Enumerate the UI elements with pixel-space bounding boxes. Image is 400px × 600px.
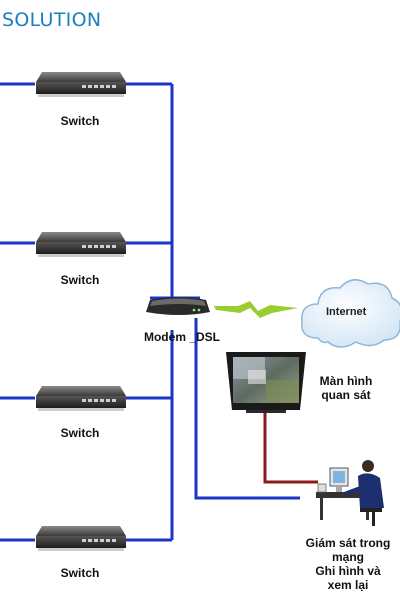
operator-workstation-icon <box>316 460 384 526</box>
switch-label: Switch <box>60 426 100 440</box>
network-lines <box>0 82 300 542</box>
switch-icon <box>36 386 126 411</box>
monitor-icon <box>226 352 306 413</box>
cloud-label: Internet <box>326 306 367 318</box>
operator-label-line: Giám sát trong <box>305 536 391 550</box>
switch-icon <box>36 72 126 97</box>
wireless-bolt-icon <box>214 301 298 318</box>
monitor-label: Màn hình quan sát <box>310 374 382 402</box>
operator-label-line: xem lại <box>327 578 369 592</box>
operator-label-line: mạng <box>331 550 364 564</box>
switch-icon <box>36 526 126 551</box>
page-title: SOLUTION <box>2 9 102 31</box>
switch-icon <box>36 232 126 257</box>
operator-label: Giám sát trong mạng Ghi hình và xem lại <box>296 536 400 592</box>
video-line <box>263 412 318 484</box>
switch-label: Switch <box>60 273 100 287</box>
cloud-icon <box>301 279 400 348</box>
network-line <box>194 318 300 500</box>
monitor-label-line: Màn hình <box>319 374 373 388</box>
modem-label: Modem _DSL <box>143 330 220 344</box>
modem-icon <box>146 297 210 315</box>
operator-label-line: Ghi hình và <box>315 564 381 578</box>
switch-label: Switch <box>60 114 100 128</box>
monitor-label-line: quan sát <box>321 388 371 402</box>
switch-label: Switch <box>60 566 100 580</box>
